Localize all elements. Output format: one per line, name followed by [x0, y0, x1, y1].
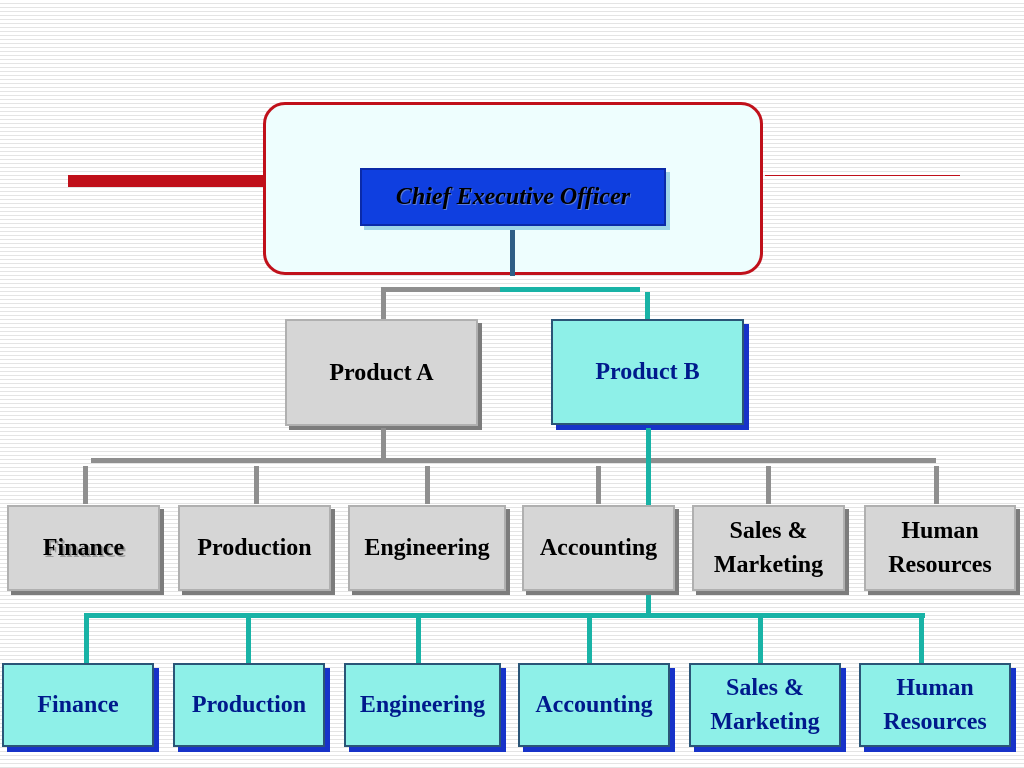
ceo-box: Chief Executive Officer: [360, 168, 666, 226]
product-b-box: Product B: [551, 319, 744, 425]
product-a-dept-bus: [91, 458, 936, 463]
dept-a-drop-3: [425, 466, 430, 504]
dept-b-accounting-label: Accounting: [535, 692, 653, 718]
dept-a-engineering-label: Engineering: [364, 535, 490, 561]
ceo-label: Chief Executive Officer: [395, 183, 631, 210]
dept-b-drop-2: [246, 613, 251, 663]
dept-b-engineering-label: Engineering: [359, 692, 486, 718]
dept-b-drop-3: [416, 613, 421, 663]
product-a-drop: [381, 287, 386, 319]
dept-b-sales-marketing-label: Sales & Marketing: [710, 675, 820, 735]
dept-b-engineering: Engineering: [344, 663, 501, 747]
dept-a-finance: Finance: [7, 505, 160, 591]
dept-b-drop-4: [587, 613, 592, 663]
dept-a-drop-5: [766, 466, 771, 504]
dept-a-human-resources: Human Resources: [864, 505, 1016, 591]
dept-a-drop-4: [596, 466, 601, 504]
dept-b-drop-1: [84, 613, 89, 663]
dept-a-sales-marketing-label: Sales & Marketing: [713, 518, 824, 578]
dept-b-finance: Finance: [2, 663, 154, 747]
dept-a-engineering: Engineering: [348, 505, 506, 591]
dept-a-accounting: Accounting: [522, 505, 675, 591]
dept-a-human-resources-label: Human Resources: [888, 518, 992, 578]
dept-a-drop-2: [254, 466, 259, 504]
product-b-label: Product B: [595, 359, 700, 385]
dept-a-finance-label: Finance: [42, 535, 125, 561]
dept-b-human-resources: Human Resources: [859, 663, 1011, 747]
product-b-dept-bus: [84, 613, 925, 618]
dept-b-finance-label: Finance: [37, 692, 119, 718]
dept-b-human-resources-label: Human Resources: [883, 675, 987, 735]
product-b-branch: [500, 287, 640, 292]
dept-b-sales-marketing: Sales & Marketing: [689, 663, 841, 747]
dept-a-production-label: Production: [197, 535, 312, 561]
product-a-label: Product A: [329, 359, 434, 386]
product-a-box: Product A: [285, 319, 478, 426]
ceo-connector: [510, 230, 515, 276]
product-a-branch: [382, 287, 502, 292]
dept-a-accounting-label: Accounting: [539, 535, 658, 561]
dept-a-production: Production: [178, 505, 331, 591]
dept-a-drop-1: [83, 466, 88, 504]
dept-b-production-label: Production: [191, 692, 307, 718]
product-a-stem: [381, 428, 386, 460]
dept-b-accounting: Accounting: [518, 663, 670, 747]
dept-b-drop-6: [919, 613, 924, 663]
red-accent-bar-left: [68, 175, 264, 187]
dept-a-drop-6: [934, 466, 939, 504]
dept-a-sales-marketing: Sales & Marketing: [692, 505, 845, 591]
dept-b-drop-5: [758, 613, 763, 663]
dept-b-production: Production: [173, 663, 325, 747]
product-b-drop: [645, 292, 650, 319]
red-accent-line-right: [765, 175, 960, 176]
